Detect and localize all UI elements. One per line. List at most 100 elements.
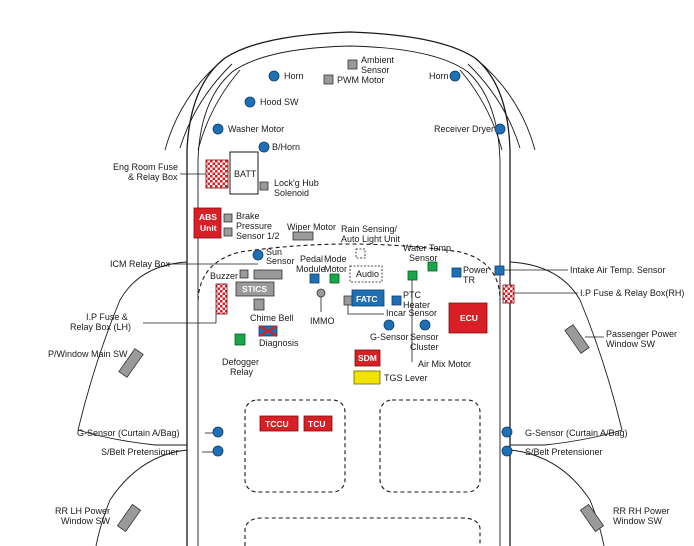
water-temp-label-1: Water Temp. bbox=[403, 243, 454, 253]
sbelt-left-connector bbox=[212, 445, 224, 457]
sensor-cluster-connector bbox=[419, 319, 431, 331]
g-sensor-center-connector bbox=[383, 319, 395, 331]
stics-label: STICS bbox=[242, 284, 267, 294]
lockg-hub-label-1: Lock'g Hub bbox=[274, 178, 319, 188]
tgs-lever-box bbox=[353, 370, 381, 385]
audio-label: Audio bbox=[356, 269, 379, 279]
g-sensor-curtain-left-connector bbox=[212, 426, 224, 438]
pwm-motor-label: PWM Motor bbox=[337, 75, 385, 85]
pedal-module-connector bbox=[309, 273, 320, 284]
receiver-dryer-connector bbox=[494, 123, 506, 135]
tccu-box bbox=[259, 415, 299, 432]
rain-sensing-label-1: Rain Sensing/ bbox=[341, 224, 398, 234]
ecu-box bbox=[448, 302, 488, 334]
b-horn-label: B/Horn bbox=[272, 142, 300, 152]
sdm-box bbox=[354, 349, 381, 367]
rear-seat bbox=[244, 517, 481, 546]
water-temp-label-2: Sensor bbox=[409, 253, 438, 263]
sbelt-right-connector bbox=[501, 445, 513, 457]
pedal-module-label-2: Module bbox=[296, 264, 326, 274]
incar-sensor-leader bbox=[347, 305, 384, 315]
stics-box bbox=[235, 281, 275, 297]
ip-fuse-lh-label-1: I.P Fuse & bbox=[86, 312, 128, 322]
rr-lh-label-2: Window SW bbox=[61, 516, 111, 526]
fatc-label: FATC bbox=[356, 294, 378, 304]
sbelt-right-label: S/Belt Pretensioner bbox=[525, 447, 603, 457]
rr-rh-label-1: RR RH Power bbox=[613, 506, 670, 516]
ip-fuse-lh-label-2: Relay Box (LH) bbox=[70, 322, 131, 332]
pw-main-switch bbox=[118, 348, 144, 378]
water-temp-connector bbox=[427, 261, 438, 272]
mode-motor-label-1: Mode bbox=[324, 254, 347, 264]
receiver-dryer-label: Receiver Dryer bbox=[434, 124, 494, 134]
rain-sensing-connector bbox=[355, 248, 366, 259]
rear-right-door bbox=[509, 449, 605, 546]
hood-sw-label: Hood SW bbox=[260, 97, 299, 107]
sun-sensor-label-1: Sun bbox=[266, 247, 282, 257]
abs-unit-box bbox=[193, 207, 222, 239]
ecu-label: ECU bbox=[460, 313, 478, 323]
defogger-label-2: Relay bbox=[230, 367, 254, 377]
intake-air-connector bbox=[494, 265, 505, 276]
brake-pressure-connector-1 bbox=[223, 213, 233, 223]
front-left-door bbox=[77, 261, 188, 446]
b-horn-connector bbox=[258, 141, 270, 153]
vehicle-body-outline bbox=[164, 31, 536, 546]
defogger-label-1: Defogger bbox=[222, 357, 259, 367]
audio-box bbox=[349, 265, 383, 283]
horn-left-label: Horn bbox=[284, 71, 304, 81]
tcu-label: TCU bbox=[308, 419, 325, 429]
pedal-module-label-1: Pedal bbox=[300, 254, 323, 264]
sensor-cluster-label-2: Cluster bbox=[410, 342, 439, 352]
rr-rh-label-2: Window SW bbox=[613, 516, 663, 526]
mode-motor-connector bbox=[329, 273, 340, 284]
horn-right-connector bbox=[449, 70, 461, 82]
power-tr-connector bbox=[451, 267, 462, 278]
ptc-heater-green-connector bbox=[407, 270, 418, 281]
brake-pressure-connector-2 bbox=[223, 227, 233, 237]
abs-unit-label-2: Unit bbox=[200, 223, 217, 233]
washer-motor-label: Washer Motor bbox=[228, 124, 284, 134]
front-right-door bbox=[509, 261, 623, 446]
passenger-pw-switch bbox=[564, 324, 590, 354]
front-left-seat bbox=[244, 399, 346, 493]
ambient-sensor-label-2: Sensor bbox=[361, 65, 390, 75]
sensor-cluster-label-1: Sensor bbox=[410, 332, 439, 342]
brake-pressure-label-3: Sensor 1/2 bbox=[236, 231, 280, 241]
chime-bell-connector bbox=[253, 298, 265, 311]
defogger-relay-connector bbox=[234, 333, 246, 346]
tgs-lever-label: TGS Lever bbox=[384, 373, 428, 383]
g-sensor-curtain-right-connector bbox=[501, 426, 513, 438]
sun-sensor-label-2: Sensor bbox=[266, 256, 295, 266]
diagnosis-label: Diagnosis bbox=[259, 338, 299, 348]
dashboard-outline bbox=[197, 243, 501, 301]
fatc-side-connector bbox=[343, 295, 353, 306]
washer-motor-connector bbox=[212, 123, 224, 135]
lockg-hub-connector bbox=[259, 181, 269, 191]
g-sensor-center-label: G-Sensor bbox=[370, 332, 409, 342]
sun-sensor-connector bbox=[252, 249, 264, 261]
sdm-label: SDM bbox=[358, 353, 377, 363]
front-right-seat bbox=[379, 399, 481, 493]
ambient-sensor-connector bbox=[347, 59, 358, 70]
rr-lh-pw-switch bbox=[116, 503, 142, 533]
immo-connector bbox=[316, 288, 326, 298]
pwm-motor-connector bbox=[323, 74, 334, 85]
g-sensor-curtain-right-label: G-Sensor (Curtain A/Bag) bbox=[525, 428, 628, 438]
buzzer-connector bbox=[239, 269, 249, 279]
rear-left-door bbox=[95, 449, 188, 546]
ptc-heater-connector bbox=[391, 295, 402, 306]
ip-fuse-lh-box bbox=[215, 283, 228, 315]
ip-fuse-rh-box bbox=[502, 284, 515, 304]
rain-sensing-label-2: Auto Light Unit bbox=[341, 234, 401, 244]
ptc-heater-label-2: Heater bbox=[403, 300, 430, 310]
horn-left-connector bbox=[268, 70, 280, 82]
hood-sw-connector bbox=[244, 96, 256, 108]
eng-room-fuse-label-2: & Relay Box bbox=[128, 172, 178, 182]
battery-box bbox=[229, 151, 259, 195]
abs-unit-label-1: ABS bbox=[199, 212, 217, 222]
intake-air-label: Intake Air Temp. Sensor bbox=[570, 265, 665, 275]
ambient-sensor-label-1: Ambient bbox=[361, 55, 395, 65]
